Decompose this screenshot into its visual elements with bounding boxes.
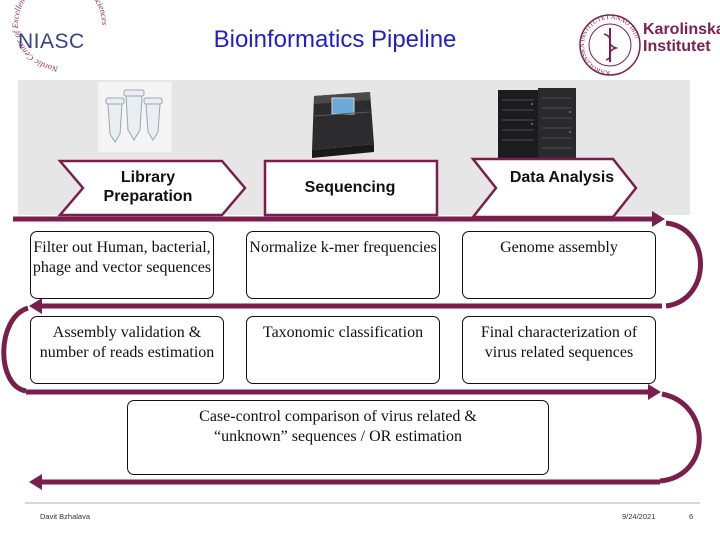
footer-author: Davit Bzhalava	[40, 512, 91, 521]
step-box-final: Final characterization of virus related …	[462, 316, 656, 384]
server-rack-icon	[498, 88, 576, 158]
stage-label-sequencing: Sequencing	[304, 179, 396, 196]
step-box-taxonomic: Taxonomic classification	[246, 316, 440, 384]
stage-label-analysis: Data Analysis	[509, 169, 615, 186]
footer-page-number: 6	[689, 512, 694, 521]
page-title: Bioinformatics Pipeline	[213, 26, 457, 53]
ki-logo-line1: Karolinska	[643, 21, 720, 38]
ki-seal-icon: KAROLINSKA INSTITUTET ANNO 1810	[579, 14, 641, 76]
stage-label-library: Library Preparation	[103, 169, 193, 205]
step-box-assembly: Genome assembly	[462, 231, 656, 299]
footer-date: 9/24/2021	[622, 512, 656, 521]
step-box-validation: Assembly validation & number of reads es…	[30, 316, 224, 384]
tubes-icon	[98, 82, 172, 152]
step-box-normalize: Normalize k-mer frequencies	[246, 231, 440, 299]
niasc-logo-text: NIASC	[18, 30, 85, 53]
sequencer-icon	[312, 92, 374, 158]
ki-logo-line2: Institutet	[643, 38, 711, 55]
step-box-filter: Filter out Human, bacterial, phage and v…	[30, 231, 214, 299]
step-box-case-control: Case-control comparison of virus related…	[127, 400, 549, 475]
